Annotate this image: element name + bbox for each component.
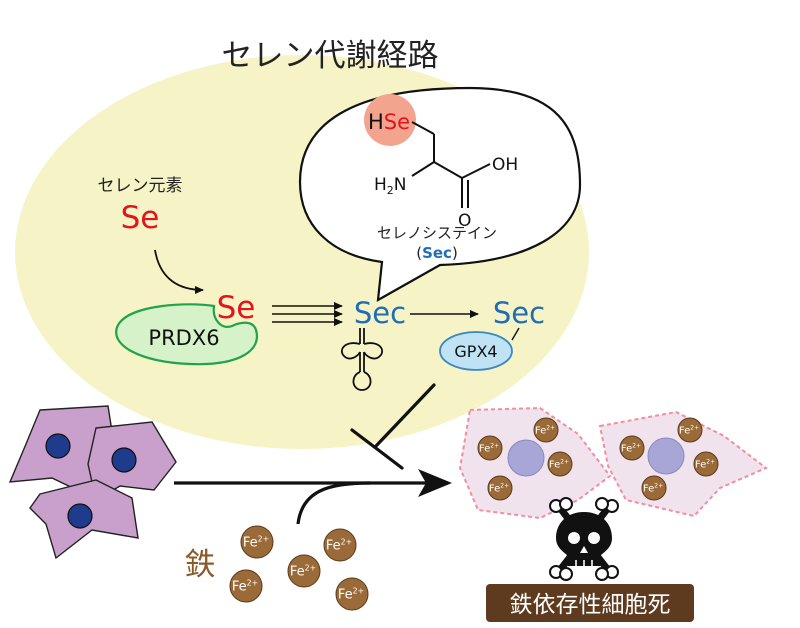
iron-ion: Fe2+: [547, 451, 573, 477]
healthy-cells: [8, 405, 177, 560]
selenocysteine-abbr: (Sec): [416, 244, 458, 262]
ferroptotic-cell: Fe2+ Fe2+ Fe2+ Fe2+: [598, 410, 768, 518]
iron-ion-label: Fe2+: [479, 443, 499, 455]
cell-nucleus: [45, 433, 71, 459]
iron-ion: Fe2+: [335, 577, 369, 611]
iron-ion-label: Fe2+: [338, 586, 364, 602]
hydroxyl-label: OH: [492, 155, 518, 175]
iron-ion-label: Fe2+: [326, 537, 352, 553]
iron-ion-label: Fe2+: [695, 459, 715, 471]
hse-h: H: [368, 110, 384, 134]
dead-cell-nucleus: [507, 439, 545, 477]
gpx4-link: [511, 327, 520, 341]
iron-ion-label: Fe2+: [643, 483, 663, 495]
hse-se: Se: [384, 110, 410, 134]
amine-label: H2N: [374, 175, 407, 197]
sec-trna-label: Sec: [354, 296, 406, 330]
iron-ion-label: Fe2+: [549, 459, 569, 471]
cell-nucleus: [67, 503, 93, 529]
selenocysteine-speech-bubble: [298, 86, 582, 303]
healthy-cell: [87, 421, 177, 502]
prdx6-protein: [115, 303, 259, 366]
iron-ion-label: Fe2+: [535, 425, 555, 437]
iron-ion-cluster: Fe2+ Fe2+ Fe2+ Fe2+ Fe2+: [229, 525, 369, 611]
ferroptosis-label-box: [486, 584, 694, 622]
trna-icon: [340, 328, 384, 391]
iron-label: 鉄: [185, 547, 216, 583]
ferroptosis-transition-arrow: [174, 469, 452, 525]
iron-ion-label: Fe2+: [489, 483, 509, 495]
iron-ion: Fe2+: [240, 525, 274, 559]
iron-ion: Fe2+: [533, 417, 559, 443]
hse-highlight: [364, 94, 416, 146]
iron-ion: Fe2+: [641, 475, 667, 501]
selenium-element-symbol: Se: [121, 200, 160, 236]
carbonyl-oxygen-label: O: [458, 211, 471, 231]
ferroptotic-cells: Fe2+ Fe2+ Fe2+ Fe2+ Fe2+ Fe2+ Fe2+ Fe2+: [458, 406, 768, 520]
selenocysteine-skeleton: [411, 121, 491, 208]
gpx4-label: GPX4: [454, 342, 497, 361]
multi-step-arrow: [272, 302, 343, 326]
selenocysteine-name: セレノシステイン: [377, 224, 497, 242]
iron-ion: Fe2+: [323, 528, 357, 562]
iron-ion: Fe2+: [477, 435, 503, 461]
iron-ion-label: Fe2+: [243, 534, 269, 550]
iron-ion: Fe2+: [287, 554, 321, 588]
healthy-cell: [29, 479, 139, 560]
prdx6-label: PRDX6: [148, 326, 219, 350]
iron-ion: Fe2+: [677, 417, 703, 443]
iron-ion-label: Fe2+: [679, 425, 699, 437]
dead-cell-nucleus: [647, 437, 685, 475]
gpx4-protein: [439, 331, 513, 371]
diagram-title: セレン代謝経路: [222, 38, 439, 74]
cell-nucleus: [111, 447, 137, 473]
iron-ion-label: Fe2+: [232, 578, 258, 594]
inhibition-arrow-icon: [350, 383, 436, 470]
iron-ion: Fe2+: [487, 475, 513, 501]
iron-ion: Fe2+: [693, 451, 719, 477]
iron-ion-label: Fe2+: [290, 563, 316, 579]
ferroptosis-label: 鉄依存性細胞死: [510, 592, 671, 618]
skull-crossbones-icon: [549, 497, 619, 581]
selenium-element-label: セレン元素: [98, 176, 183, 196]
gpx4-bound-sec: Sec: [493, 296, 545, 330]
selenium-to-prdx6-arrow: [154, 249, 204, 294]
iron-ion: Fe2+: [229, 569, 263, 603]
iron-ion-label: Fe2+: [621, 443, 641, 455]
iron-ion: Fe2+: [619, 435, 645, 461]
ferroptotic-cell: Fe2+ Fe2+ Fe2+ Fe2+: [458, 406, 612, 520]
prdx6-bound-selenium: Se: [217, 290, 256, 326]
hse-group: HSe: [368, 110, 410, 134]
